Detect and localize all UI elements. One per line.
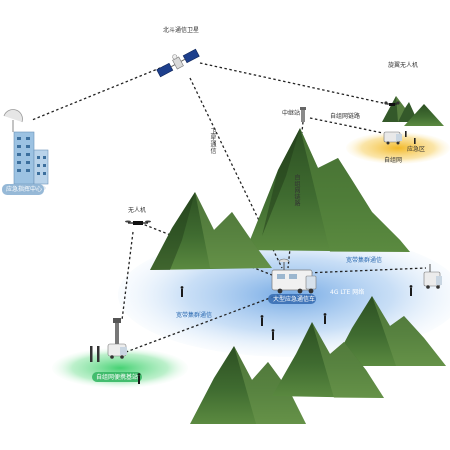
left-mountains xyxy=(150,192,272,270)
satellite-icon xyxy=(156,48,200,78)
link-vehicle-to-portable-station xyxy=(125,294,279,353)
portable-station-icon xyxy=(90,318,127,362)
personnel-figures xyxy=(137,285,413,384)
right-truck-icon xyxy=(423,264,442,289)
link-relay-to-top-zone xyxy=(309,117,384,134)
top-right-mountains xyxy=(382,96,444,126)
drone-top-label: 旋翼无人机 xyxy=(388,62,419,69)
relay-tower-icon xyxy=(300,107,306,122)
vehicle-label: 大型应急通信车 xyxy=(273,296,316,303)
link-vehicle-to-right-truck xyxy=(304,267,427,274)
bottom-mountains xyxy=(190,322,384,424)
relay-station-label: 中继站 xyxy=(282,110,301,117)
link-satellite-to-top-zone xyxy=(199,62,393,106)
drone-top-icon xyxy=(384,101,400,106)
command-center-label: 应急指挥中心 xyxy=(6,186,43,193)
emergency-vehicle-icon xyxy=(271,258,317,294)
area-top-label: 应急区 xyxy=(407,146,426,153)
drone-left-icon xyxy=(125,220,151,225)
drone-left-label: 无人机 xyxy=(128,207,147,214)
vehicle-label-box xyxy=(268,294,316,304)
link-satellite-to-command-center xyxy=(31,65,166,121)
command-center-building-icon xyxy=(2,109,49,193)
command-center-label-box xyxy=(2,184,44,195)
portable-station-zone xyxy=(52,348,188,388)
adhoc-top-label: 自组网 xyxy=(384,157,403,164)
satellite-label: 北斗通信卫星 xyxy=(163,27,200,34)
satellite-link-label: 卫星通信 xyxy=(209,128,216,154)
central-mountain xyxy=(246,128,410,252)
relay-link-label: 自组网链路 xyxy=(330,113,361,120)
top-zone-people xyxy=(405,131,416,144)
portable-station-label: 自组网便携基站 xyxy=(96,374,139,381)
top-right-zone xyxy=(346,132,450,164)
cluster-left-label: 宽带集群通信 xyxy=(176,312,213,319)
lte-range-label: 4G LTE 网络 xyxy=(330,289,365,296)
top-zone-truck-icon xyxy=(383,131,402,145)
portable-station-label-box xyxy=(92,372,142,382)
right-mountains xyxy=(332,296,446,366)
cluster-right-label: 宽带集群通信 xyxy=(346,257,383,264)
backhaul-link-label: 自组网链路 xyxy=(293,174,300,207)
